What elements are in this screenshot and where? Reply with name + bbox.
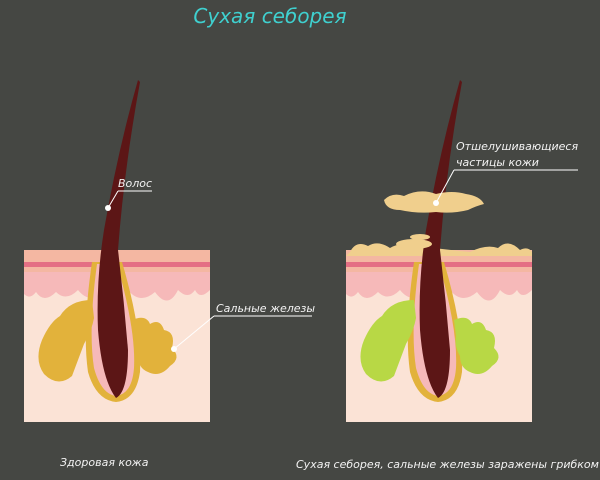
flake-small-1 bbox=[396, 239, 432, 249]
flakes-pointer-dot bbox=[433, 200, 439, 206]
hair-pointer-line bbox=[107, 190, 119, 209]
flakes-pointer-line bbox=[435, 169, 455, 204]
healthy-skin-diagram: Волос Сальные железы bbox=[24, 80, 315, 422]
glands-label: Сальные железы bbox=[216, 302, 315, 315]
hair-label: Волос bbox=[118, 177, 152, 190]
seborrhea-hair bbox=[419, 80, 462, 398]
infected-gland-left bbox=[360, 300, 416, 382]
infected-gland-right bbox=[454, 317, 499, 374]
flake-small-2 bbox=[410, 234, 430, 240]
diagram-title: Сухая себорея bbox=[193, 4, 347, 28]
glands-pointer-dot bbox=[171, 346, 177, 352]
seborrhea-skin-diagram: Отшелушивающиеся частицы кожи bbox=[346, 80, 578, 422]
healthy-gland-left bbox=[38, 300, 94, 382]
caption-healthy: Здоровая кожа bbox=[60, 456, 149, 469]
flakes-label-line2: частицы кожи bbox=[456, 156, 539, 169]
glands-pointer-line bbox=[173, 315, 215, 350]
healthy-gland-right bbox=[132, 317, 177, 374]
hair-pointer-dot bbox=[105, 205, 111, 211]
caption-seborrhea: Сухая себорея, сальные железы заражены г… bbox=[296, 458, 599, 471]
flakes-label-line1: Отшелушивающиеся bbox=[456, 140, 578, 153]
healthy-hair bbox=[97, 80, 140, 398]
